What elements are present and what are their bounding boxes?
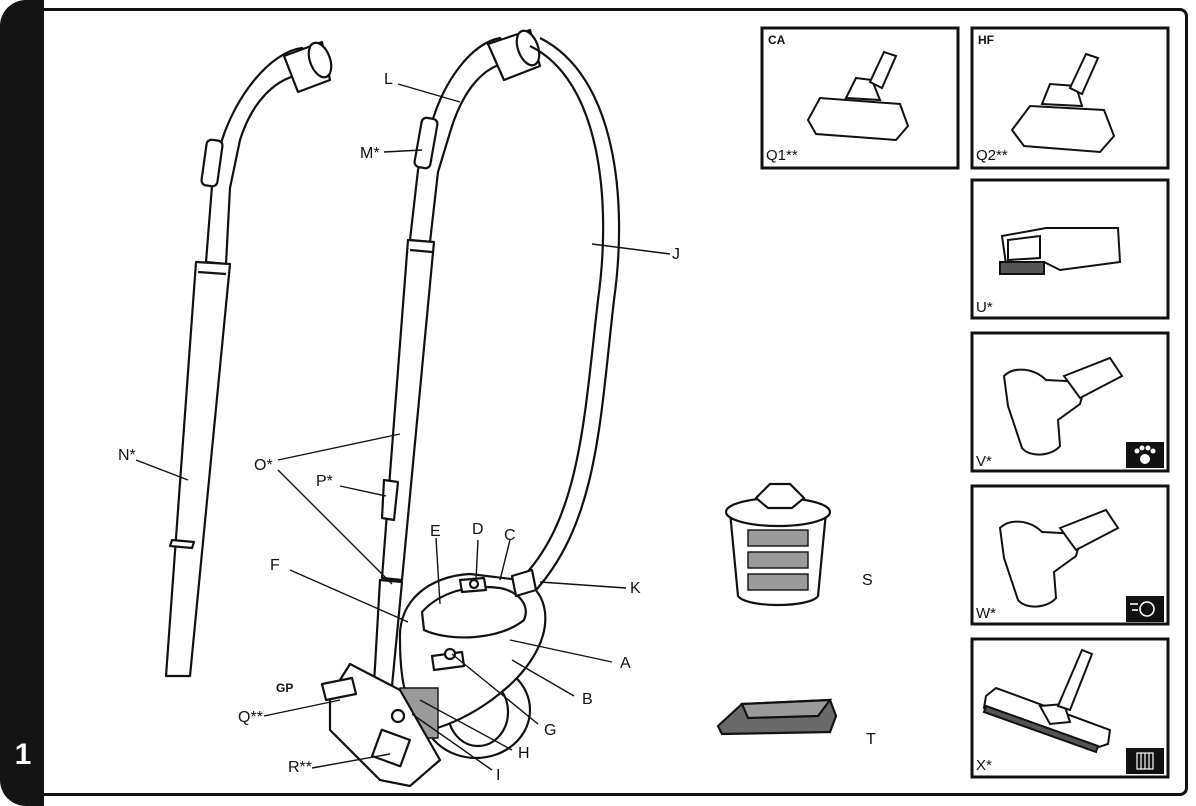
parquet-icon: [1136, 752, 1154, 770]
turbo-icon-badge: [1126, 596, 1164, 622]
label-m: M*: [360, 145, 380, 162]
label-j: J: [672, 246, 680, 263]
exhaust-filter-s: [724, 482, 832, 607]
accessory-box-w: W*: [970, 484, 1170, 626]
label-b: B: [582, 691, 593, 708]
accessory-label: V*: [976, 453, 992, 470]
label-n: N*: [118, 447, 136, 464]
accessory-box-u: U*: [970, 178, 1170, 320]
label-s: S: [862, 572, 873, 589]
label-f: F: [270, 557, 280, 574]
accessory-label: Q2**: [976, 147, 1008, 164]
label-d: D: [472, 521, 484, 538]
vacuum-body: [320, 568, 547, 788]
crevice-brush-tool-icon: [999, 227, 1122, 275]
floor-nozzle-icon: [1010, 52, 1116, 154]
foam-filter-t: [716, 698, 838, 736]
page-frame: [44, 8, 1188, 796]
label-i: I: [496, 767, 500, 784]
leader-lines: [135, 83, 671, 771]
accessory-box-x: X*: [970, 637, 1170, 779]
label-h: H: [518, 745, 530, 762]
label-r: R**: [288, 759, 312, 776]
label-gp: GP: [276, 681, 293, 695]
extension-tube-n: [164, 40, 333, 678]
page-number: 1: [14, 738, 32, 771]
label-g: G: [544, 722, 556, 739]
floor-nozzle-icon: [806, 50, 910, 142]
label-e: E: [430, 523, 441, 540]
accessory-code: CA: [768, 33, 786, 47]
label-o: O*: [254, 457, 273, 474]
label-a: A: [620, 655, 631, 672]
label-c: C: [504, 527, 516, 544]
parquet-brush-icon: [982, 648, 1112, 754]
accessory-box-q1: CA Q1**: [760, 26, 960, 170]
accessory-label: W*: [976, 605, 996, 622]
label-p: P*: [316, 473, 333, 490]
label-k: K: [630, 580, 641, 597]
accessory-label: Q1**: [766, 147, 798, 164]
turbo-icon: [1130, 601, 1155, 617]
paw-icon: [1134, 445, 1156, 464]
accessory-code: HF: [978, 33, 994, 47]
label-t: T: [866, 731, 876, 748]
hose-j: [519, 37, 621, 591]
telescopic-tube: [372, 28, 542, 688]
label-l: L: [384, 71, 393, 88]
upholstery-nozzle-icon: [1002, 356, 1124, 456]
accessory-label: X*: [976, 757, 992, 774]
accessory-label: U*: [976, 299, 993, 316]
accessory-box-v: V*: [970, 331, 1170, 473]
accessory-box-q2: HF Q2**: [970, 26, 1170, 170]
side-tab: [0, 0, 44, 806]
turbo-brush-icon: [998, 508, 1120, 608]
label-q: Q**: [238, 709, 263, 726]
